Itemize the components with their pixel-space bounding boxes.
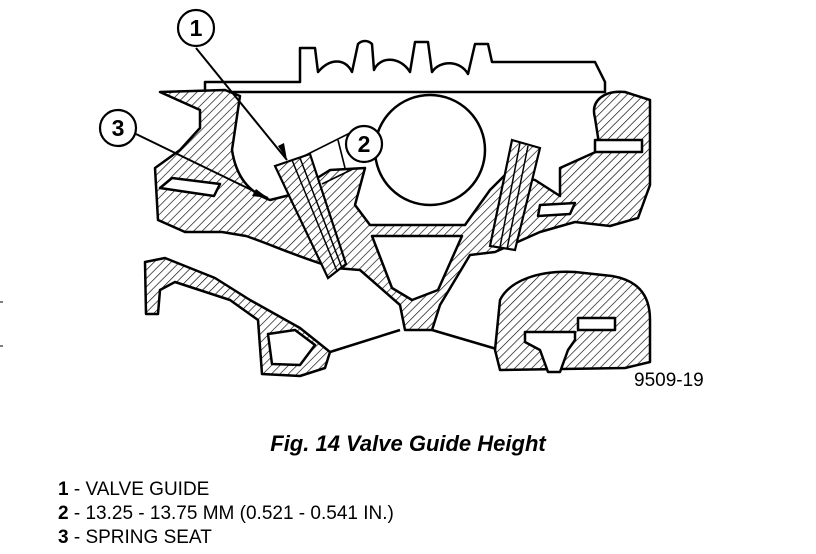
guide-height-dimension [299, 131, 356, 185]
legend-number: 1 [58, 479, 69, 500]
combustion-chamber-section [143, 256, 652, 378]
left-valve-guide [273, 152, 348, 280]
legend-number: 2 [58, 503, 69, 524]
cylinder-head-casting [153, 39, 652, 332]
callout-1: 1 [176, 8, 288, 161]
valve-guide-cross-section-diagram: 1 2 3 [0, 8, 652, 378]
figure-reference-number: 9509-19 [634, 370, 704, 391]
callout-2-label: 2 [358, 131, 371, 157]
legend-item: 3 - SPRING SEAT [58, 526, 394, 550]
legend: 1 - VALVE GUIDE 2 - 13.25 - 13.75 MM (0.… [58, 478, 394, 550]
callout-2: 2 [344, 124, 384, 164]
figure-caption: Fig. 14 Valve Guide Height [270, 431, 546, 456]
legend-text: - 13.25 - 13.75 MM (0.521 - 0.541 IN.) [68, 503, 394, 524]
legend-text: - SPRING SEAT [68, 527, 212, 548]
callout-3: 3 [98, 108, 269, 199]
legend-number: 3 [58, 527, 69, 548]
legend-item: 2 - 13.25 - 13.75 MM (0.521 - 0.541 IN.) [58, 502, 394, 526]
callout-1-label: 1 [190, 15, 203, 41]
callout-3-label: 3 [112, 115, 125, 141]
right-valve-guide [488, 138, 542, 252]
legend-item: 1 - VALVE GUIDE [58, 478, 394, 502]
valve-spring-bore [373, 93, 487, 207]
legend-text: - VALVE GUIDE [68, 479, 210, 500]
